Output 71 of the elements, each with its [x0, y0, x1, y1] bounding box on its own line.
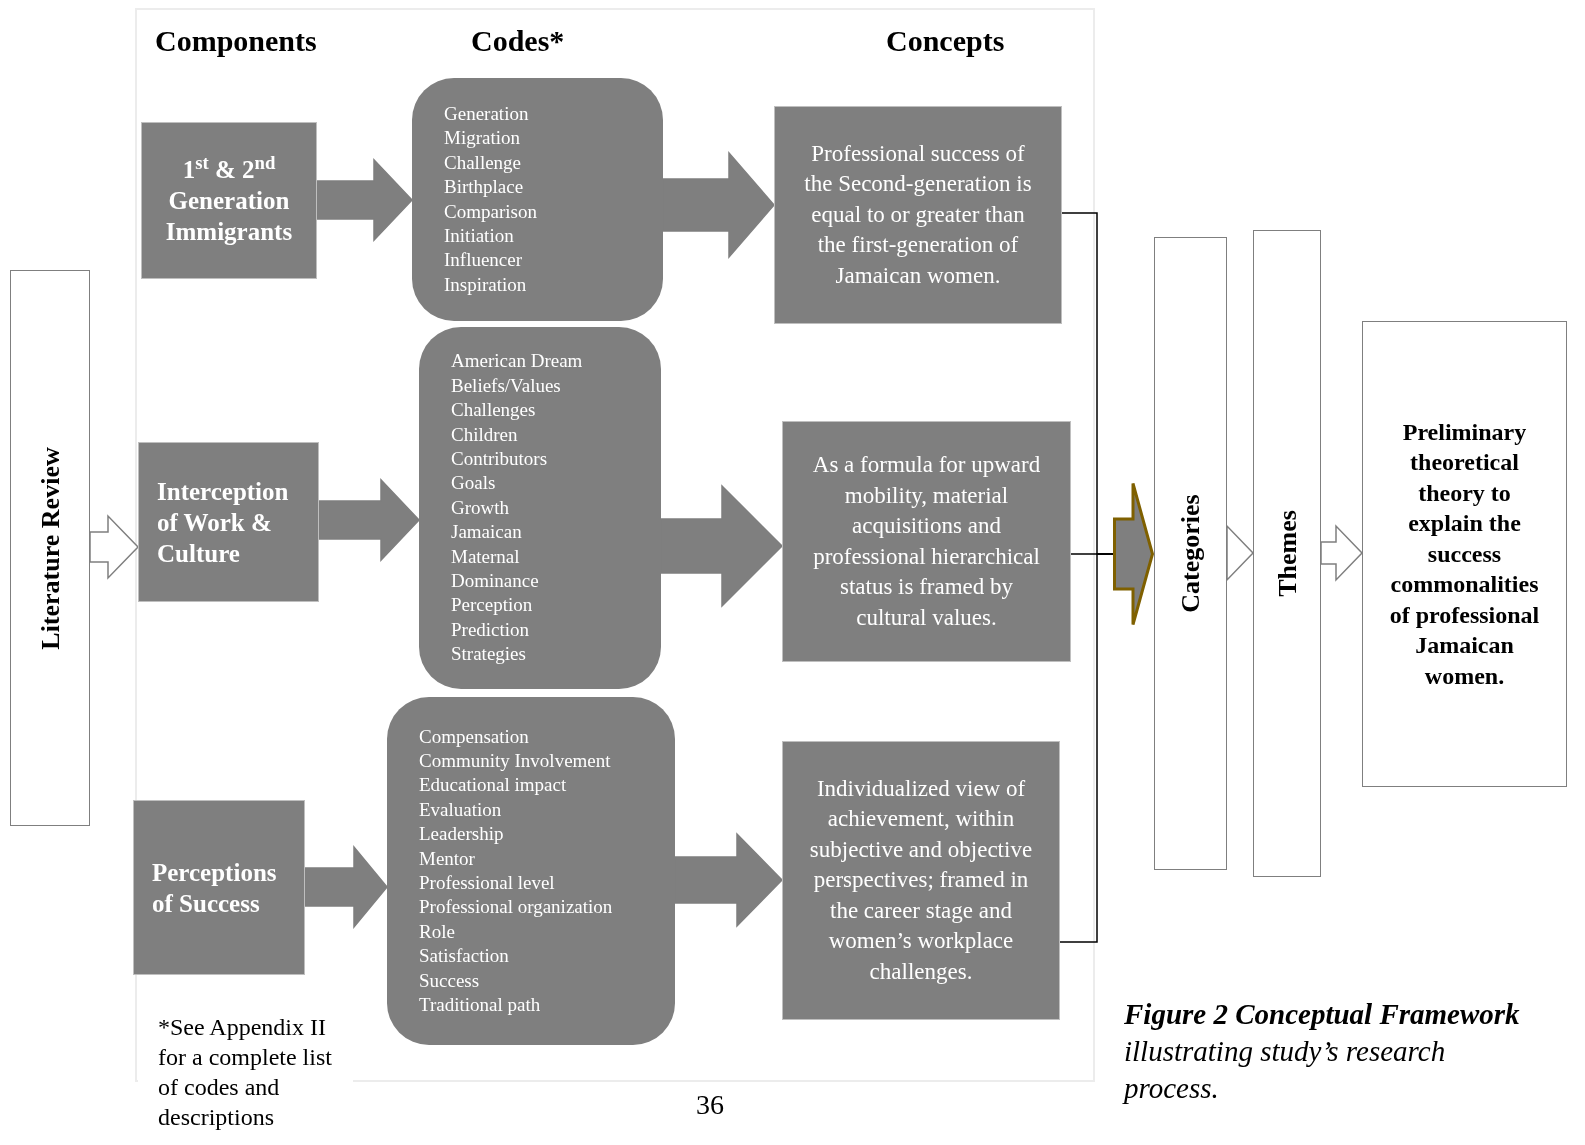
code-item: Jamaican: [451, 520, 523, 545]
vertical-box: [10, 270, 90, 826]
code-item: Growth: [451, 495, 511, 520]
block-arrow: [318, 478, 421, 562]
component-box: [141, 122, 317, 279]
result-text: Preliminary theoretical theory to explain the success commonalities of professional Jamaican women.: [1388, 417, 1541, 691]
block-arrow: [1226, 524, 1255, 582]
code-item: Community Involvement: [419, 748, 612, 773]
vertical-label: Categories: [1175, 494, 1206, 613]
code-item: Success: [419, 968, 481, 993]
code-item: Birthplace: [444, 175, 525, 200]
vertical-label: Themes: [1271, 510, 1303, 597]
column-heading: Concepts: [886, 23, 1005, 59]
block-arrow: [304, 844, 388, 930]
code-item: Mentor: [419, 846, 476, 871]
concept-text: Professional success of the Second-generation is equal to or greater than the first-generation of Jamaican women.: [803, 139, 1033, 290]
code-item: Children: [451, 422, 519, 447]
code-item: Strategies: [451, 642, 527, 667]
block-arrow: [662, 151, 775, 259]
component-box: [133, 800, 305, 975]
concept-box: [774, 106, 1062, 324]
code-item: Goals: [451, 471, 497, 496]
code-item: Professional organization: [419, 895, 614, 920]
code-item: Traditional path: [419, 993, 542, 1018]
block-arrow: [1320, 524, 1364, 582]
code-item: Maternal: [451, 544, 521, 569]
code-item: Contributors: [451, 447, 549, 471]
codes-box: [387, 697, 675, 1045]
codes-box: [412, 78, 663, 321]
concept-text: As a formula for upward mobility, material acquisitions and professional hierarchical status is framed by cultural values.: [811, 451, 1042, 632]
column-heading: Components: [155, 23, 317, 59]
block-arrow: [674, 832, 784, 928]
code-item: Challenge: [444, 150, 523, 175]
vertical-label: Literature Review: [34, 446, 66, 650]
code-item: Inspiration: [444, 272, 528, 297]
column-heading: Codes*: [471, 23, 565, 59]
component-label: Perceptions of Success: [152, 857, 278, 919]
component-box: [138, 442, 319, 602]
code-item: Dominance: [451, 569, 540, 593]
code-item: Generation: [444, 101, 530, 126]
code-item: Leadership: [419, 822, 505, 847]
code-item: Perception: [451, 593, 534, 618]
block-arrow: [660, 484, 784, 608]
code-item: Educational impact: [419, 773, 568, 798]
code-item: Beliefs/Values: [451, 373, 562, 398]
code-item: Comparison: [444, 199, 538, 224]
code-item: American Dream: [451, 349, 584, 374]
vertical-box: [1253, 230, 1321, 877]
code-item: Initiation: [444, 223, 515, 248]
code-item: Compensation: [419, 724, 530, 749]
code-item: Migration: [444, 126, 521, 151]
concept-box: [782, 741, 1060, 1020]
code-item: Prediction: [451, 617, 531, 642]
code-item: Satisfaction: [419, 944, 510, 969]
code-item: Challenges: [451, 398, 537, 423]
code-item: Role: [419, 919, 456, 944]
component-label: Interception of Work & Culture: [157, 476, 290, 569]
block-arrow: [89, 514, 140, 580]
figure-caption: Figure 2 Conceptual Framework illustrating study’s research process.: [1124, 997, 1521, 1106]
code-item: Influencer: [444, 248, 524, 273]
block-arrow: [316, 158, 414, 242]
component-label: 1$^{st}$ & 2$^{nd}$ Generation Immigrants: [164, 154, 294, 247]
result-box: [1362, 321, 1567, 787]
page-number: 36: [696, 1088, 724, 1122]
concept-box: [782, 421, 1071, 662]
bracket-line: [1059, 553, 1114, 943]
codes-box: [419, 327, 661, 689]
code-item: Professional level: [419, 871, 556, 895]
code-item: Evaluation: [419, 797, 503, 822]
concept-text: Individualized view of achievement, within subjective and objective perspectives; framed in the career stage and women’s workplace challenges.: [808, 774, 1034, 986]
vertical-box: [1154, 237, 1227, 870]
